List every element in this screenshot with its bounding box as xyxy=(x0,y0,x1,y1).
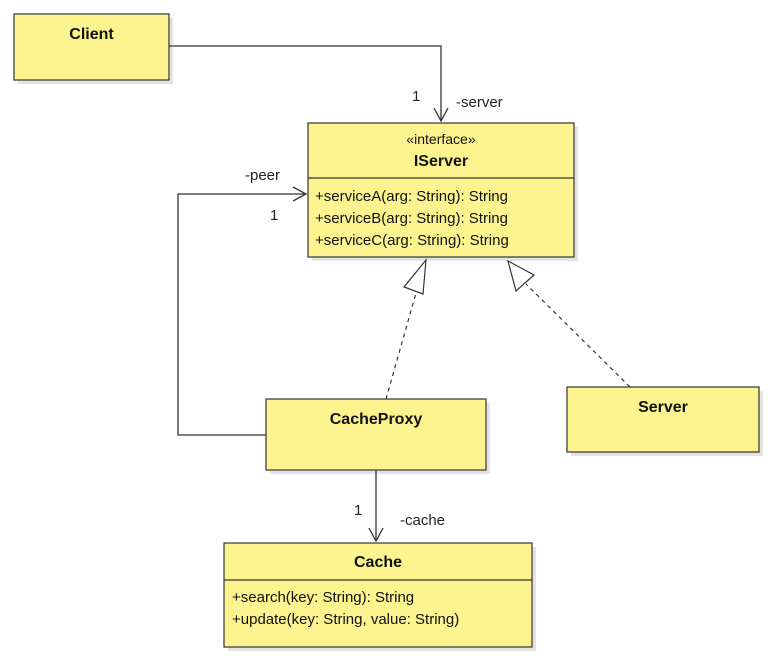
iserver-stereotype: «interface» xyxy=(406,131,475,147)
arrowhead-open xyxy=(292,186,308,202)
class-server-name: Server xyxy=(638,399,688,416)
iserver-method: +serviceA(arg: String): String xyxy=(315,188,508,205)
iserver-method: +serviceC(arg: String): String xyxy=(315,232,509,249)
class-client[interactable]: Client xyxy=(13,13,173,84)
iserver-method: +serviceB(arg: String): String xyxy=(315,210,508,227)
cache-method: +update(key: String, value: String) xyxy=(232,611,459,628)
multiplicity-server: 1 xyxy=(412,88,420,105)
role-peer: -peer xyxy=(245,167,280,184)
realization-cacheproxy[interactable] xyxy=(385,258,427,400)
class-iserver[interactable]: «interface» IServer +serviceA(arg: Strin… xyxy=(307,122,578,261)
multiplicity-peer: 1 xyxy=(270,207,278,224)
class-cacheproxy-name: CacheProxy xyxy=(330,411,423,428)
realization-arrowhead xyxy=(507,259,536,293)
class-client-name: Client xyxy=(69,26,114,43)
cache-method: +search(key: String): String xyxy=(232,589,414,606)
role-cache: -cache xyxy=(400,512,445,529)
class-cache[interactable]: Cache +search(key: String): String +upda… xyxy=(223,542,536,651)
association-proxy-peer[interactable]: -peer 1 xyxy=(177,167,308,436)
multiplicity-cache: 1 xyxy=(354,502,362,519)
realization-server[interactable] xyxy=(507,259,631,388)
role-server: -server xyxy=(456,94,503,111)
arrowhead-open xyxy=(433,107,449,123)
association-proxy-cache[interactable]: 1 -cache xyxy=(354,470,445,543)
association-client-server[interactable]: 1 -server xyxy=(169,45,503,123)
arrowhead-open xyxy=(368,527,384,543)
class-cacheproxy[interactable]: CacheProxy xyxy=(265,398,490,474)
class-server[interactable]: Server xyxy=(566,386,763,456)
realization-arrowhead xyxy=(403,258,427,295)
iserver-name: IServer xyxy=(414,153,468,170)
class-cache-name: Cache xyxy=(354,554,402,571)
